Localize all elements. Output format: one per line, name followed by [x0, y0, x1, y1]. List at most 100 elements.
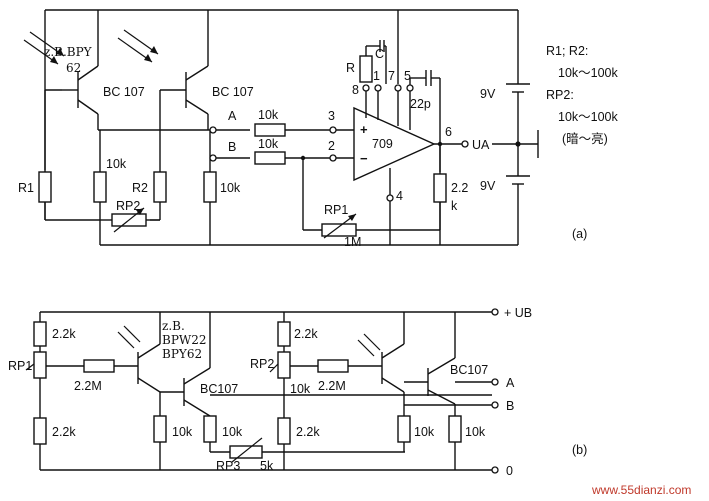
note-line-3: RP2: [546, 88, 574, 102]
watermark: www.55dianzi.com [591, 483, 691, 497]
resistor-10k-a2 [203, 171, 217, 203]
label-output: UA [472, 138, 490, 152]
label-rp1-a: RP1 [324, 203, 348, 217]
opamp-709 [353, 106, 436, 182]
label-r-comp: R [346, 61, 355, 75]
note-line-5: (暗～亮) [562, 132, 608, 146]
circuit-b: 2.2k RP1 2.2M 2.2k z.B. BPW22 BPY62 BC10… [8, 306, 587, 478]
terminal-out-b [491, 401, 499, 409]
label-opamp: 709 [372, 137, 393, 151]
resistor-2k2-bottom-mid [277, 417, 291, 445]
label-pin-2: 2 [328, 139, 335, 153]
label-r2: R2 [132, 181, 148, 195]
label-10k-a2: 10k [220, 181, 241, 195]
label-ground: 0 [506, 464, 513, 478]
resistor-2k2-top-mid [277, 321, 291, 347]
resistor-2m2-right [317, 359, 349, 373]
label-photo-b1: z.B. [162, 319, 185, 333]
output-terminal [461, 140, 469, 148]
terminal-b [209, 154, 217, 162]
label-supply-top: 9V [480, 87, 496, 101]
label-pin-8: 8 [352, 83, 359, 97]
label-r1: R1 [18, 181, 34, 195]
label-pin-4: 4 [396, 189, 403, 203]
label-supply-bottom: 9V [480, 179, 496, 193]
caption-b: (b) [572, 443, 587, 457]
label-rp2-b: RP2 [250, 357, 274, 371]
component-notes: R1; R2: 10k～100k RP2: 10k～100k (暗～亮) [546, 40, 696, 150]
label-input-b: B [228, 140, 236, 154]
resistor-r-comp [359, 55, 373, 83]
label-2k2-bottom-mid: 2.2k [296, 425, 320, 439]
label-pin-6: 6 [445, 125, 452, 139]
caption-a: (a) [572, 227, 587, 241]
note-line-2: 10k～100k [558, 66, 618, 80]
terminal-ub [491, 308, 499, 316]
label-2k2-top-mid: 2.2k [294, 327, 318, 341]
label-2k2-top-left: 2.2k [52, 327, 76, 341]
potentiometer-rp1 [321, 213, 357, 239]
resistor-2k2-top-left [33, 321, 47, 347]
label-rp3: RP3 [216, 459, 240, 473]
label-r-in-b: 10k [258, 137, 279, 151]
label-load-unit: k [451, 199, 458, 213]
label-10k-b4: 10k [465, 425, 486, 439]
label-transistor-b1: BC107 [200, 382, 238, 396]
label-photo-a1: z.B.BPY [44, 45, 93, 59]
transistor-b2 [404, 312, 456, 405]
potentiometer-rp2-b [269, 351, 291, 379]
note-line-4: 10k～100k [558, 110, 618, 124]
resistor-10k-b4 [448, 415, 462, 443]
label-1m: 1M [344, 235, 361, 249]
label-10k-b1: 10k [172, 425, 193, 439]
resistor-2k2-bottom-left [33, 417, 47, 445]
phototransistor-1 [23, 10, 99, 130]
label-out-b: B [506, 399, 514, 413]
note-line-1: R1; R2: [546, 44, 589, 58]
terminal-a [209, 126, 217, 134]
potentiometer-rp2 [100, 207, 160, 233]
label-r-in-a: 10k [258, 108, 279, 122]
phototransistor-b1 [117, 312, 161, 393]
terminal-ground [491, 466, 499, 474]
resistor-r2 [153, 171, 167, 203]
label-load: 2.2 [451, 181, 468, 195]
label-transistor-b2: BC107 [450, 363, 488, 377]
label-plus: + [360, 122, 368, 137]
label-10k-a1: 10k [106, 157, 127, 171]
label-10k-b3: 10k [414, 425, 435, 439]
resistor-r1 [38, 171, 52, 203]
label-cap-c: C [375, 47, 384, 61]
resistor-2m2-left [83, 359, 115, 373]
label-pin-7: 7 [388, 69, 395, 83]
label-transistor-a2: BC 107 [212, 85, 254, 99]
label-cap-22p: 22p [410, 97, 431, 111]
resistor-10k-in-a [254, 123, 286, 137]
label-photo-a2: 62 [66, 61, 81, 75]
transistor-b1 [160, 312, 211, 417]
label-pin-3: 3 [328, 109, 335, 123]
label-rp1-b: RP1 [8, 359, 32, 373]
resistor-10k-a1 [93, 171, 107, 203]
resistor-10k-b2 [203, 415, 217, 443]
label-supply-ub: + UB [504, 306, 532, 320]
label-photo-b2: BPW22 [162, 333, 207, 347]
terminal-out-a [491, 378, 499, 386]
label-2m2-right: 2.2M [318, 379, 346, 393]
label-rp2-a: RP2 [116, 199, 140, 213]
label-transistor-a1: BC 107 [103, 85, 145, 99]
label-10k-b2: 10k [222, 425, 243, 439]
label-5k: 5k [260, 459, 274, 473]
circuit-a: z.B.BPY 62 BC 107 BC 107 R1 R2 10k 10k R… [18, 9, 587, 249]
label-2m2-left: 2.2M [74, 379, 102, 393]
resistor-10k-in-b [254, 151, 286, 165]
phototransistor-2 [117, 10, 209, 130]
label-pin-1: 1 [373, 69, 380, 83]
label-pin-5: 5 [404, 69, 411, 83]
resistor-load [433, 173, 447, 203]
label-input-a: A [228, 109, 237, 123]
label-out-a: A [506, 376, 515, 390]
label-2k2-bottom-left: 2.2k [52, 425, 76, 439]
label-photo-b3: BPY62 [162, 347, 202, 361]
